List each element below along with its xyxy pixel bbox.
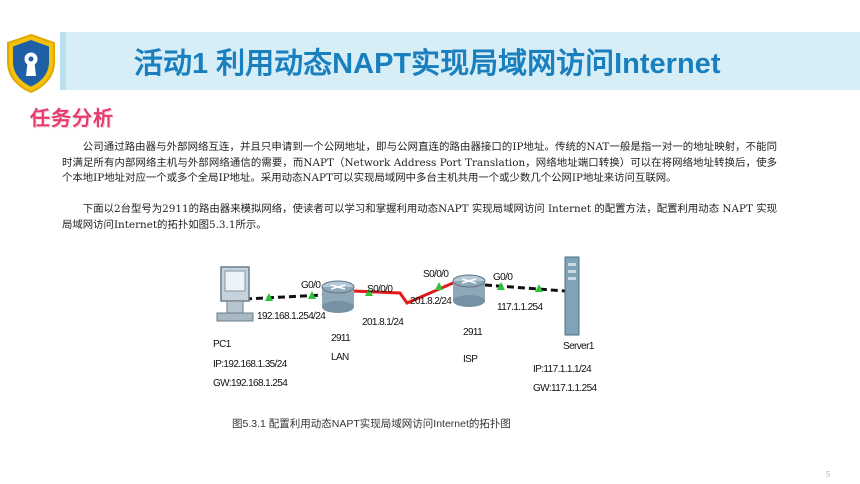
link-light-icon [365,288,373,296]
serial-link [352,281,454,305]
server-name: Server1 [563,341,595,352]
isp-router-icon [452,274,486,307]
link-light-icon [497,282,505,290]
isp-port-right-ip: 117.1.1.254 [497,302,544,313]
link-light-icon [265,293,273,301]
lan-router-icon [321,280,355,313]
lan-port-right-ip: 201.8.1/24 [362,317,404,328]
lan-port-left-ip: 192.168.1.254/24 [257,311,326,322]
shield-lock-icon [7,33,55,94]
isp-port-left-ip: 201.8.2/24 [410,296,452,307]
link-light-icon [435,282,443,290]
isp-server-link [484,283,566,293]
pc-name: PC1 [213,339,232,350]
section-heading: 任务分析 [30,106,114,130]
lan-port-right: S0/0/0 [367,284,393,295]
link-light-icon [535,284,543,292]
page-title: 活动1 利用动态NAPT实现局域网访问Internet [134,48,721,80]
pc-icon [216,266,254,322]
paragraph-1: 公司通过路由器与外部网络互连，并且只申请到一个公网地址，即与公网直连的路由器接口… [62,141,777,185]
lan-router-model: 2911 [331,333,351,344]
server-gateway: GW:117.1.1.254 [533,383,598,394]
link-light-icon [308,291,316,299]
network-topology-diagram: PC1 IP:192.168.1.35/24 GW:192.168.1.254 … [195,255,625,415]
server-icon [564,256,580,336]
lan-router-name: LAN [331,352,349,363]
isp-router-name: ISP [463,354,478,365]
shield-lock-logo [2,32,60,94]
page-number: 5 [826,470,831,479]
title-bar: 活动1 利用动态NAPT实现局域网访问Internet [60,32,860,90]
title-bar-accent [60,32,66,90]
lan-port-left: G0/0 [301,280,321,291]
pc-lan-link [244,293,324,301]
isp-router-model: 2911 [463,327,483,338]
paragraph-2: 下面以2台型号为2911的路由器来模拟网络，使读者可以学习和掌握利用动态NAPT… [62,203,777,231]
isp-port-right: G0/0 [493,272,513,283]
server-ip: IP:117.1.1.1/24 [533,364,592,375]
pc-ip: IP:192.168.1.35/24 [213,359,288,370]
isp-port-left: S0/0/0 [423,269,449,280]
figure-caption: 图5.3.1 配置利用动态NAPT实现局域网访问Internet的拓扑图 [232,418,511,430]
pc-gateway: GW:192.168.1.254 [213,378,288,389]
